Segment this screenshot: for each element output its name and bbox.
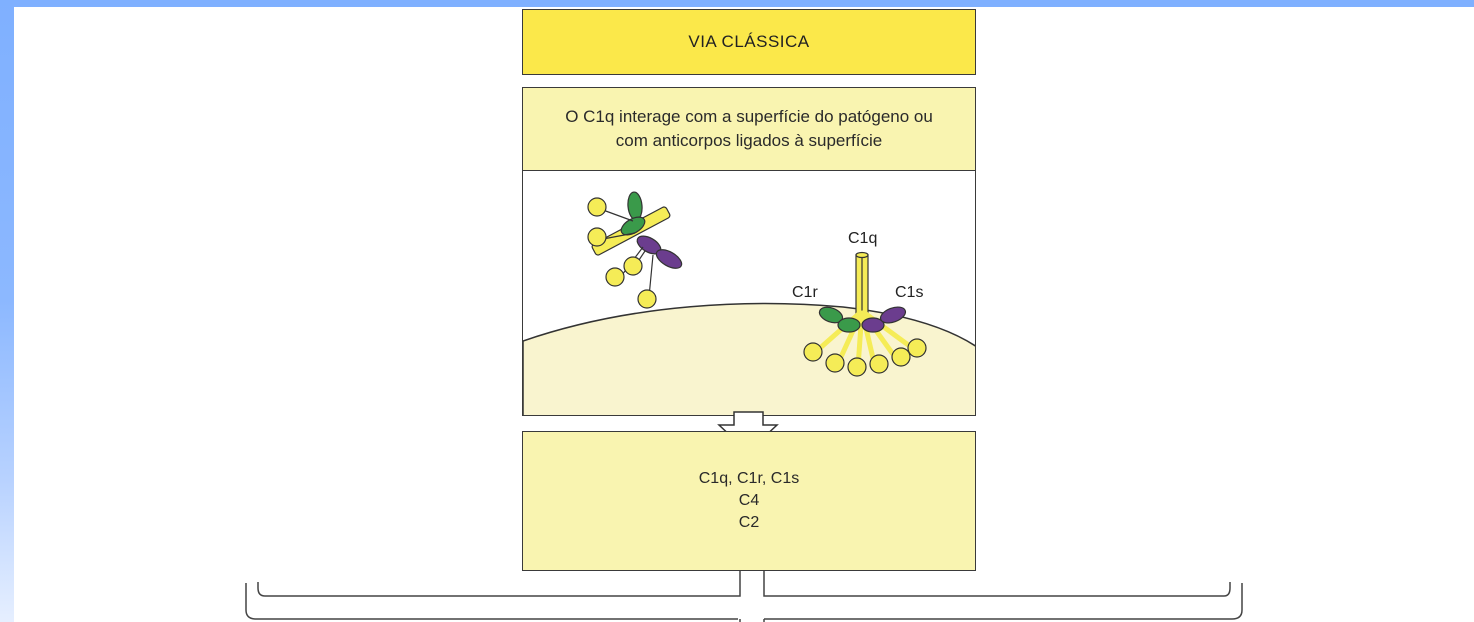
components-box: C1q, C1r, C1s C4 C2 — [522, 431, 976, 571]
c1q-label: C1q — [848, 230, 877, 247]
components-line-1: C1q, C1r, C1s — [698, 470, 800, 487]
illustration-box: C1q C1r C1s — [522, 170, 976, 416]
pathway-title: VIA CLÁSSICA — [688, 32, 810, 51]
free-c1-complex — [587, 191, 683, 309]
components-line-2: C4 — [738, 492, 760, 509]
description-line-1: O C1q interage com a superfície do patóg… — [565, 107, 933, 126]
description-line-2: com anticorpos ligados à superfície — [615, 131, 883, 150]
components-line-3: C2 — [738, 514, 760, 531]
bound-c1-complex — [803, 251, 927, 377]
c1s-label: C1s — [895, 284, 923, 301]
description-box: O C1q interage com a superfície do patóg… — [522, 87, 976, 171]
branch-bracket — [245, 571, 1243, 622]
c1r-label: C1r — [792, 284, 818, 301]
pathway-title-box: VIA CLÁSSICA — [522, 9, 976, 75]
c1-binding-illustration: C1q C1r C1s — [523, 191, 975, 415]
